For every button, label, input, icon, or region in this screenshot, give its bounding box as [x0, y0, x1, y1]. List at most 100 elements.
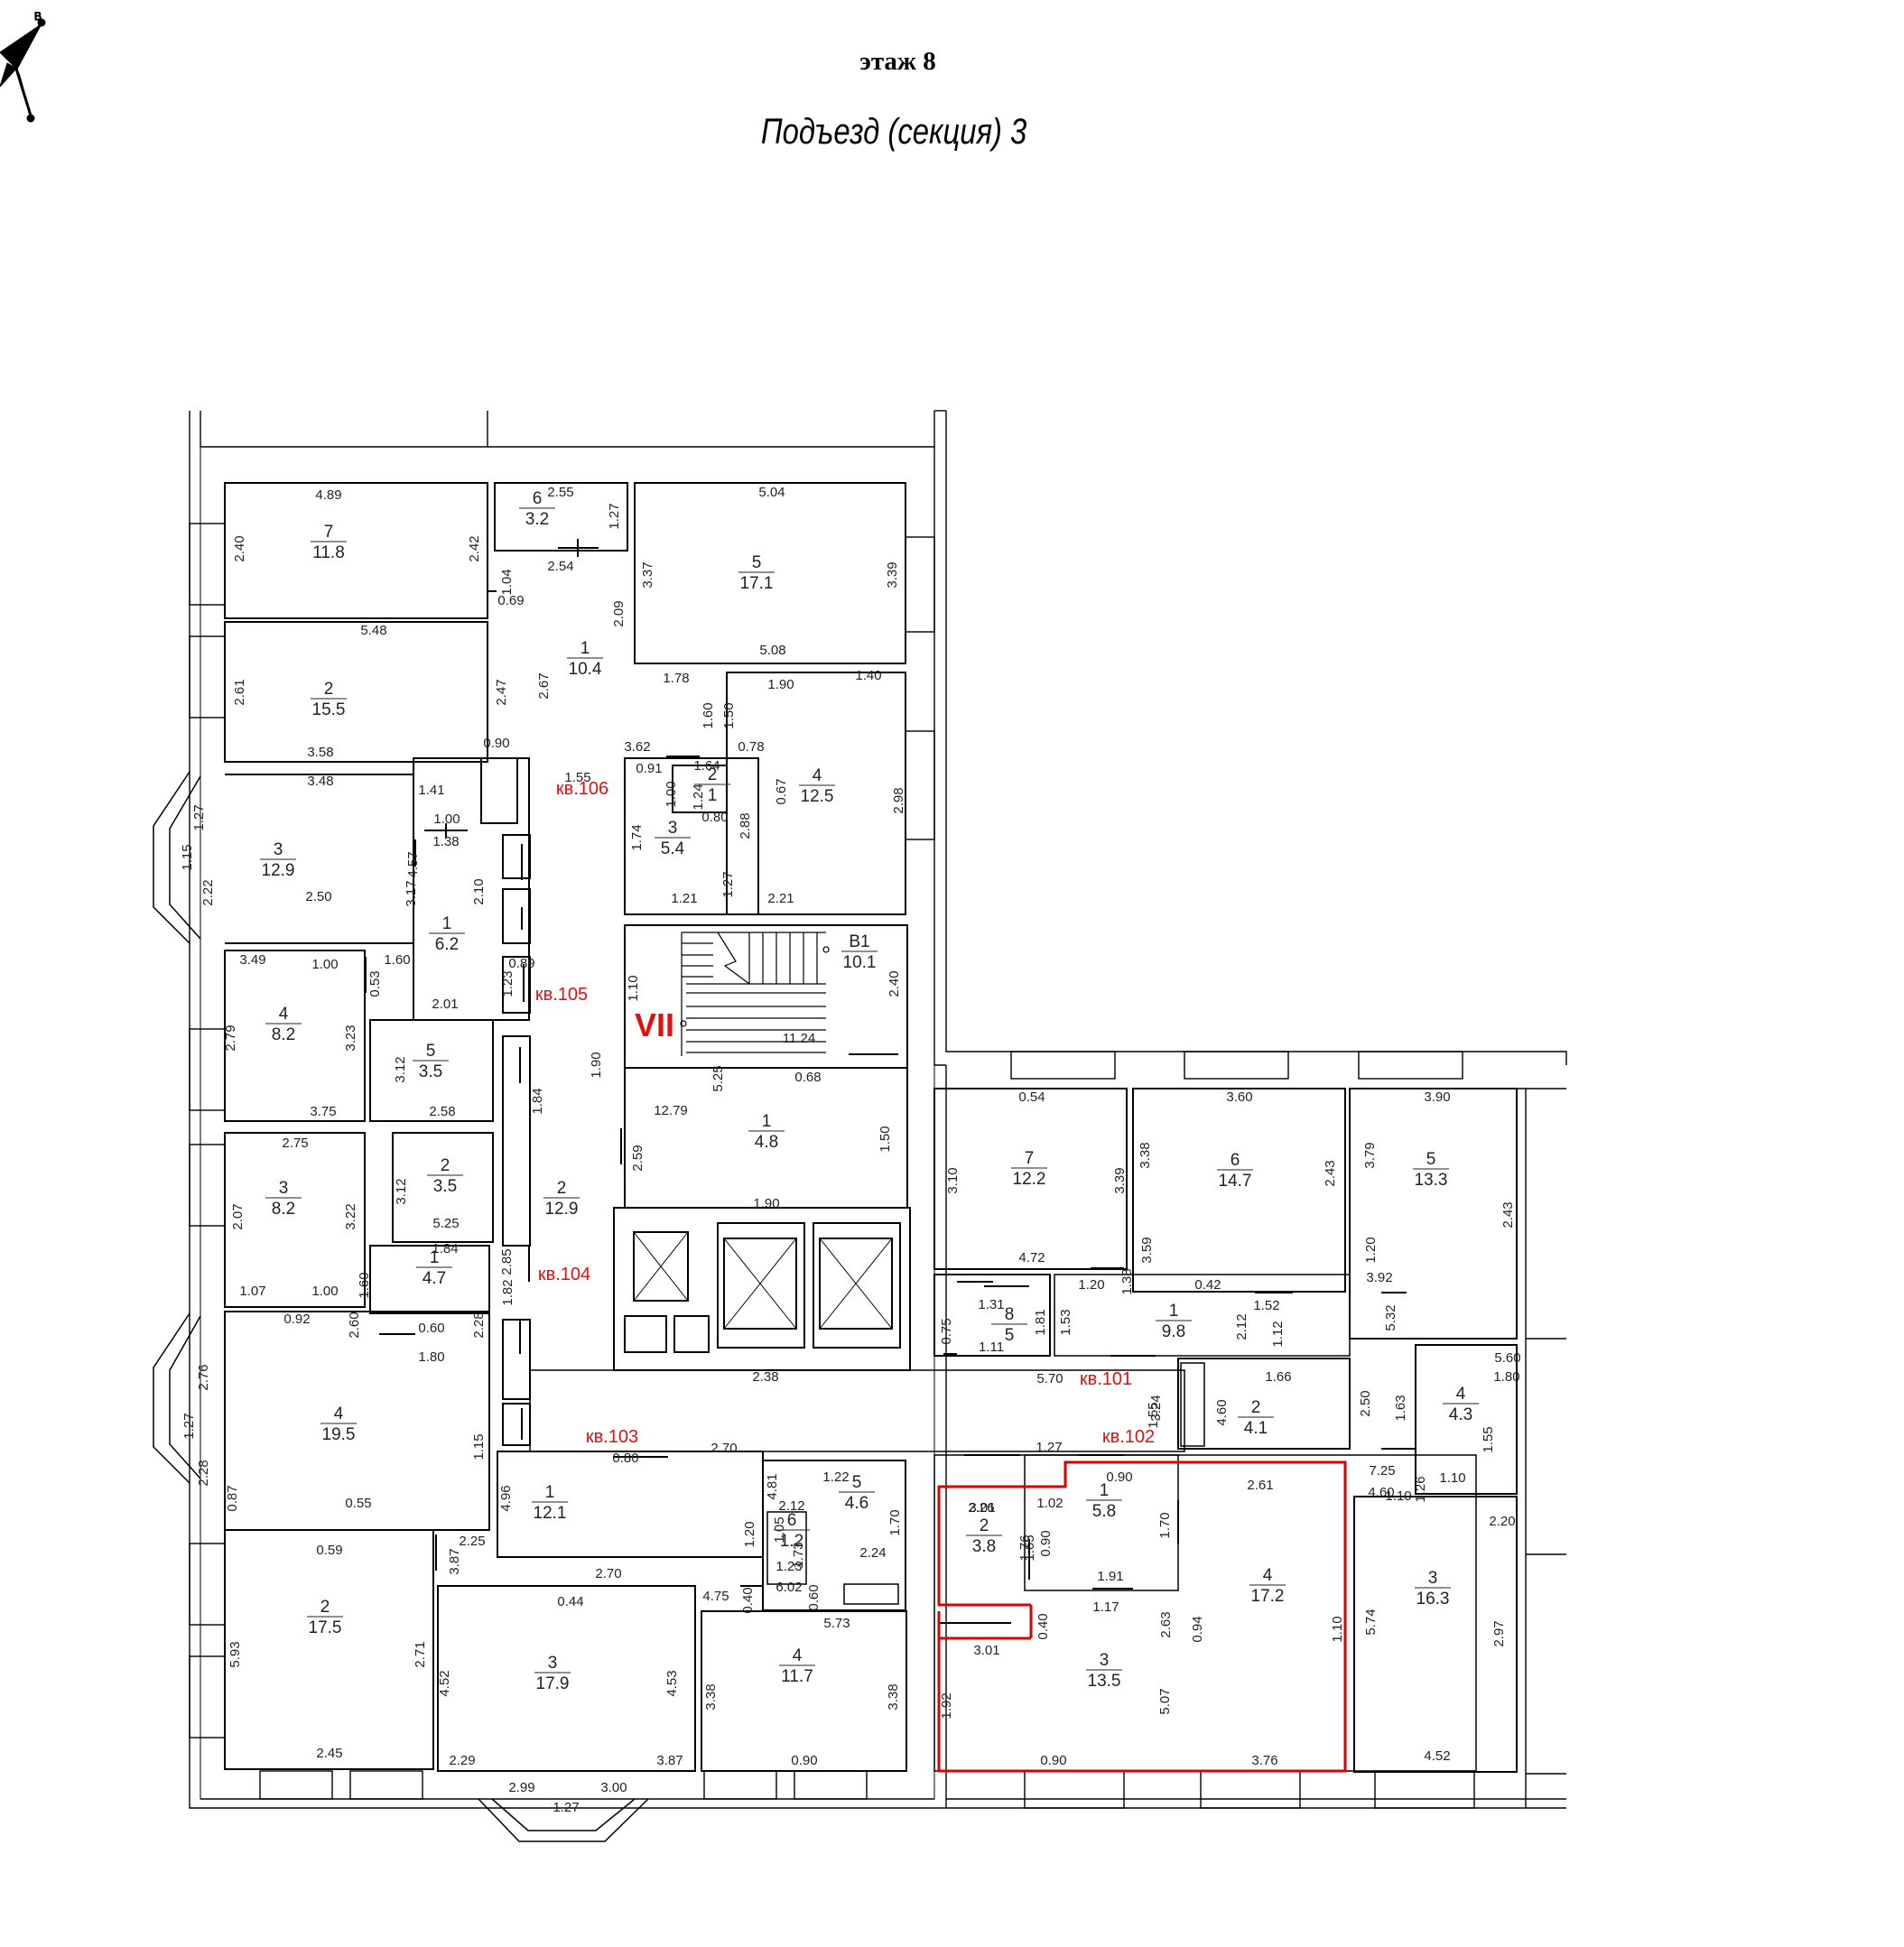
room-label: 417.2 [1249, 1566, 1286, 1606]
room-number: 2 [557, 1179, 567, 1198]
dimension-label: 2.70 [711, 1441, 737, 1456]
room-number: 3 [1428, 1569, 1438, 1588]
dimension-label: 0.80 [701, 810, 728, 825]
dimension-label: 2.70 [595, 1566, 621, 1581]
dimension-label: 2.88 [738, 812, 753, 839]
dimension-label: 1.50 [878, 1126, 893, 1152]
dimension-label: 2.61 [1247, 1478, 1273, 1493]
dimension-label: 4.89 [315, 487, 341, 503]
dimension-label: 1.24 [691, 783, 706, 810]
dimension-label: 1.90 [753, 1196, 779, 1211]
dimension-label: 2.28 [196, 1460, 211, 1486]
room-area: 19.5 [322, 1425, 356, 1444]
dimension-label: 12.79 [654, 1103, 688, 1118]
dimension-label: 3.38 [703, 1683, 719, 1710]
dimension-label: 2.24 [859, 1545, 886, 1561]
room-area: 4.6 [845, 1494, 868, 1513]
dimension-label: 7.25 [1369, 1463, 1395, 1479]
room-label: 712.2 [1011, 1149, 1047, 1189]
room-area: 11.8 [312, 543, 345, 562]
dimension-label: 3.49 [239, 952, 265, 968]
dimension-label: 2.98 [891, 787, 906, 813]
room-label: 85 [991, 1305, 1027, 1345]
dimension-label: 3.12 [393, 1056, 408, 1082]
dimension-label: 5.93 [228, 1641, 243, 1667]
dimension-label: 2.10 [471, 878, 487, 904]
dimension-label: 3.17 [404, 880, 419, 906]
dimension-label: 0.90 [1106, 1470, 1132, 1485]
dimension-label: 0.75 [939, 1318, 954, 1344]
dimension-label: 1.20 [1078, 1277, 1104, 1293]
room-number: 1 [545, 1483, 555, 1502]
dimension-label: 1.12 [1270, 1321, 1286, 1347]
dimension-label: 0.60 [806, 1584, 822, 1610]
dimension-label: 2.63 [1158, 1611, 1174, 1637]
dimension-label: 1.92 [939, 1692, 954, 1719]
room-number: 3 [1100, 1651, 1110, 1670]
dimension-label: 2.50 [305, 889, 331, 904]
dimension-label: 1.65 [1022, 1534, 1037, 1561]
dimension-label: 1.91 [1097, 1569, 1123, 1584]
room-number: 8 [1005, 1305, 1015, 1324]
dimension-label: 4.72 [1018, 1250, 1045, 1266]
room-label: 513.3 [1413, 1150, 1449, 1190]
room-number: 3 [548, 1654, 558, 1673]
dimension-label: 1.84 [432, 1241, 458, 1256]
room-number: 1 [442, 914, 452, 933]
dimension-label: 1.78 [663, 671, 689, 686]
dimension-label: 3.39 [1112, 1167, 1128, 1193]
dimension-label: 1.27 [1036, 1440, 1062, 1455]
dimension-label: 4.81 [765, 1473, 780, 1499]
dimension-label: 1.27 [607, 503, 622, 529]
dimension-label: 4.60 [1368, 1485, 1394, 1500]
room-label: 112.1 [532, 1483, 568, 1523]
dimension-label: 2.79 [223, 1024, 238, 1051]
dimension-label: 1.15 [471, 1433, 487, 1460]
room-number: 4 [279, 1005, 289, 1024]
room-number: 1 [430, 1248, 440, 1267]
dimension-label: 1.27 [720, 871, 736, 897]
room-label: 711.8 [311, 523, 347, 562]
room-number: 3 [274, 840, 283, 859]
dimension-label: 5.08 [759, 643, 785, 658]
room-number: 2 [320, 1598, 330, 1617]
apartment-label: кв.104 [538, 1265, 590, 1284]
dimension-label: 1.00 [311, 957, 338, 972]
room-area: 12.2 [1013, 1170, 1046, 1189]
dimension-label: 0.89 [508, 956, 534, 971]
dimension-label: 0.90 [1038, 1530, 1054, 1556]
room-area: 3.5 [433, 1177, 457, 1196]
dimension-label: 1.20 [1363, 1237, 1379, 1263]
room-area: 13.3 [1415, 1171, 1448, 1190]
dimension-label: 1.10 [626, 975, 641, 1001]
room-label: 35.4 [655, 819, 691, 858]
dimension-label: 1.81 [1033, 1309, 1048, 1335]
dimension-label: 3.58 [307, 745, 333, 760]
dimension-label: 11.24 [783, 1031, 815, 1046]
room-number: 7 [324, 523, 334, 542]
dimension-label: 1.60 [384, 952, 410, 968]
room-area: 4.3 [1449, 1405, 1472, 1424]
room-area: 9.8 [1162, 1322, 1185, 1341]
dimension-label: 1.11 [979, 1340, 1004, 1355]
dimension-label: 5.32 [1383, 1304, 1398, 1330]
dimension-label: 0.40 [1036, 1613, 1051, 1639]
dimension-label: 1.70 [1157, 1512, 1173, 1538]
dimension-label: 6.02 [776, 1580, 802, 1595]
apartment-label: кв.105 [535, 985, 588, 1005]
dimension-label: 3.10 [945, 1167, 961, 1193]
dimension-label: 1.40 [855, 668, 881, 683]
room-area: 12.9 [545, 1200, 579, 1219]
dimension-label: 3.38 [886, 1683, 901, 1710]
dimension-label: 2.29 [449, 1753, 475, 1768]
room-label: 614.7 [1217, 1151, 1253, 1191]
dimension-label: 3.75 [310, 1104, 336, 1119]
dimension-label: 2.12 [1234, 1313, 1249, 1340]
dimension-label: 1.80 [1493, 1369, 1519, 1385]
dimension-label: 3.12 [394, 1178, 409, 1204]
dimension-label: 2.45 [316, 1746, 342, 1761]
room-area: 17.5 [309, 1618, 342, 1637]
dimension-label: 0.40 [740, 1587, 756, 1613]
dimension-label: 1.41 [418, 783, 444, 798]
dimension-label: 1.50 [721, 702, 737, 728]
